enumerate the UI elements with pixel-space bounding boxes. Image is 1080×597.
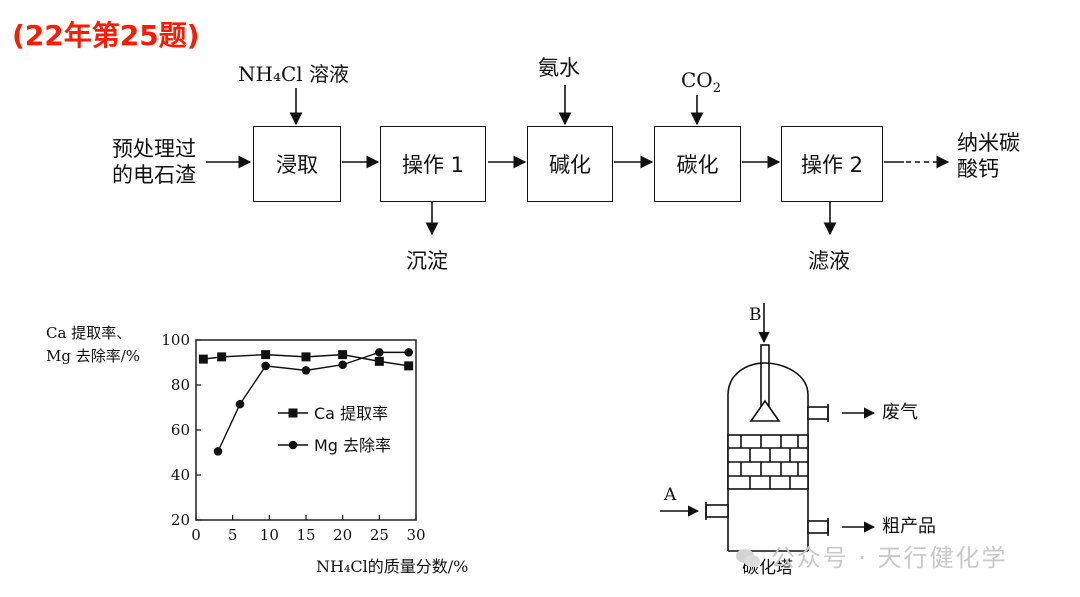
data-point-mg xyxy=(213,447,223,456)
tower-label-a: A xyxy=(664,485,677,505)
step-alkalization-box: 碱化 xyxy=(527,126,613,202)
data-point-ca xyxy=(338,350,348,360)
data-point-ca xyxy=(217,352,227,362)
data-point-ca xyxy=(261,350,271,360)
legend-marker-square xyxy=(288,408,298,418)
x-tick-label: 25 xyxy=(370,526,389,544)
y-tick-label: 60 xyxy=(171,421,190,439)
y-tick-label: 80 xyxy=(171,376,190,394)
x-tick-label: 15 xyxy=(296,526,315,544)
data-point-ca xyxy=(198,354,208,364)
legend-label: Ca 提取率 xyxy=(314,404,388,423)
data-point-mg xyxy=(338,360,347,370)
data-point-ca xyxy=(374,356,384,366)
flow-arrows xyxy=(206,85,950,236)
step-carbonation-box: 碳化 xyxy=(654,126,741,202)
exhaust-gas-label: 废气 xyxy=(882,402,918,423)
crude-product-label: 粗产品 xyxy=(882,516,936,537)
y-tick-label: 100 xyxy=(161,331,190,349)
chart-ylabel: Ca 提取率、 Mg 去除率/% xyxy=(46,324,141,366)
gas-outlet-nozzle xyxy=(807,406,829,420)
problem-header: (22年第25题) xyxy=(12,19,200,52)
data-point-ca xyxy=(301,352,311,362)
reagent-co2-label: CO2 xyxy=(681,68,721,96)
legend-label: Mg 去除率 xyxy=(314,436,391,455)
data-point-mg xyxy=(235,399,245,409)
legend-marker-circle xyxy=(288,440,298,450)
byproduct-filtrate-label: 滤液 xyxy=(808,249,850,273)
byproduct-precipitate-label: 沉淀 xyxy=(406,249,448,273)
reagent-nh4cl-label: NH₄Cl 溶液 xyxy=(238,62,350,86)
step-operation1-box: 操作 1 xyxy=(380,126,486,202)
carbonation-tower xyxy=(660,303,876,552)
x-tick-label: 30 xyxy=(406,526,425,544)
data-point-mg xyxy=(404,348,413,357)
x-tick-label: 0 xyxy=(191,526,201,544)
x-tick-label: 10 xyxy=(260,526,279,544)
x-tick-label: 5 xyxy=(228,526,238,544)
x-tick-label: 20 xyxy=(333,526,352,544)
input-material-label: 预处理过 的电石渣 xyxy=(112,137,196,188)
output-product-label: 纳米碳 酸钙 xyxy=(957,131,1020,182)
liquid-inlet-nozzle xyxy=(705,504,729,518)
chart-xlabel: NH₄Cl的质量分数/% xyxy=(316,557,469,576)
tower-dome xyxy=(727,362,809,396)
tower-label-b: B xyxy=(749,305,762,325)
data-point-mg xyxy=(301,366,311,375)
line-chart: 0 5 10 15 20 25 30 20 40 60 80 100 Ca 提取率 Mg 去除率 xyxy=(161,331,425,544)
reagent-ammonia-label: 氨水 xyxy=(538,56,580,80)
product-outlet-nozzle xyxy=(807,520,829,534)
step-leaching-box: 浸取 xyxy=(253,126,341,202)
data-point-ca xyxy=(404,361,414,371)
data-point-mg xyxy=(375,348,384,357)
y-tick-label: 40 xyxy=(171,466,190,484)
wechat-icon xyxy=(735,547,761,569)
y-tick-label: 20 xyxy=(171,511,190,529)
feed-pipe xyxy=(760,344,770,408)
watermark: 公众号 · 天行健化学 xyxy=(735,538,1008,573)
data-point-mg xyxy=(261,361,270,371)
step-operation2-box: 操作 2 xyxy=(781,126,883,202)
spray-nozzle xyxy=(749,399,781,422)
